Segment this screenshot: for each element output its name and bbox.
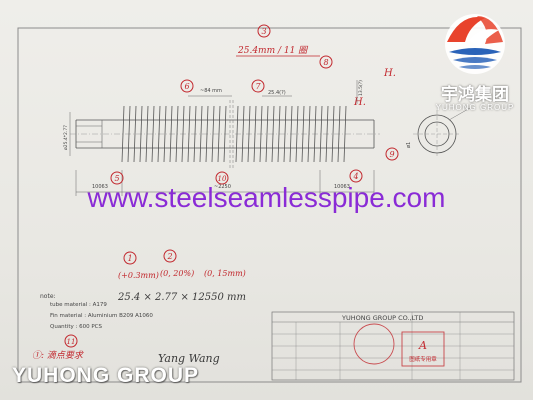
title-block-company: YUHONG GROUP CO.,LTD [341,314,423,322]
dim-left-vertical: ø25.4*2.77 [63,125,69,150]
finned-tube [70,119,380,149]
stamp-text: 图纸专用章 [409,355,437,363]
marker-10-label: 10 [218,175,227,183]
note-tube-material: tube material : A179 [50,302,107,308]
marker-9 [385,147,399,161]
dim-top-left: ~84 mm [200,88,222,94]
handnote-h1: H. [353,97,366,108]
marker-10 [215,171,229,185]
fin-section-right [235,105,347,163]
marker-1 [123,251,137,265]
company-stamp [353,323,395,365]
marker-3-label: 3 [261,27,266,36]
notes-label: note: [40,293,56,300]
dim-top-right: 25.4(?) [268,90,286,96]
spec-tolerance-2: (0, 20%) [160,269,194,278]
cross-section-view: ø1 9 [385,107,471,161]
marker-11 [64,334,78,348]
marker-1-label: 1 [127,254,132,263]
dim-bottom-right: 10063 [334,184,350,190]
title-block: YUHONG GROUP CO.,LTD A 图纸专用章 [271,311,515,381]
yuhong-logo: 宇鸿集团 YUHONG GROUP [425,8,525,118]
note-quantity: Quantity : 600 PCS [50,324,103,330]
fin-section-left [121,105,227,163]
watermark-url: www.steelseamlesspipe.com [87,182,446,213]
dim-section: ø1 [406,142,412,148]
dim-bottom-mid: ~2250 [214,184,231,190]
marker-4 [349,169,363,183]
marker-5-label: 5 [114,174,119,183]
handnote-top: 25.4mm / 11 圈 [237,45,309,56]
brand-watermark: YUHONG GROUP [12,364,200,387]
handnote-bottom: ①: 滴点要求 [32,350,84,361]
logo-chinese-name: 宇鸿集团 [441,85,509,105]
dim-right-vertical: 13.5(?) [358,80,364,96]
marker-11-label: 11 [67,338,76,346]
stamp-letter: A [418,339,427,352]
marker-5 [110,171,124,185]
drawing-stamp [401,331,445,367]
marker-7-label: 7 [255,82,261,91]
marker-2 [163,249,177,263]
signature: Yang Wang [158,352,220,365]
marker-4-label: 4 [352,172,358,181]
logo-english-name: YUHONG GROUP [435,103,515,112]
handnote-h2: H. [383,68,396,79]
marker-6-label: 6 [184,82,189,91]
dim-bottom-left: 10063 [92,184,108,190]
note-fin-material: Fin material : Aluminium B209 A1060 [50,313,153,319]
spec-tolerance-1: (+0.3mm) [118,271,159,280]
logo-emblem-icon [445,14,505,74]
spec-tolerance-3: (0, 15mm) [204,269,246,278]
marker-3 [257,24,271,38]
marker-7 [251,79,265,93]
marker-6 [180,79,194,93]
spec-main: 25.4 × 2.77 × 12550 mm [117,292,246,303]
marker-8 [319,55,333,69]
marker-2-label: 2 [166,252,172,261]
marker-8-label: 8 [323,58,328,67]
marker-9-label: 9 [389,150,394,159]
